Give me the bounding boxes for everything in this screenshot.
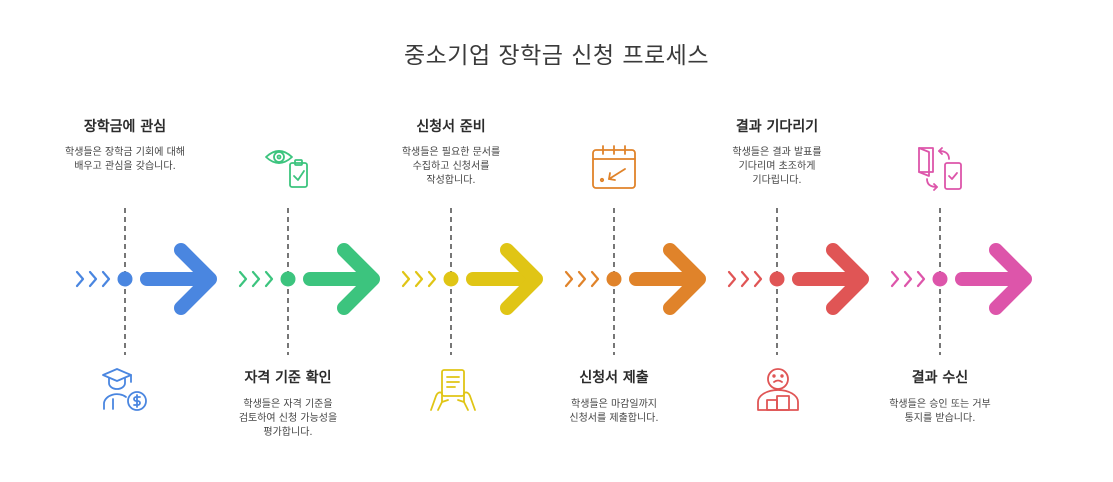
- step-1-description: 학생들은 장학금 기회에 대해 배우고 관심을 갖습니다.: [65, 147, 185, 172]
- step-2-marker: [238, 208, 380, 355]
- step-3-title: 신청서 준비: [416, 119, 486, 135]
- hands-document-icon: [430, 369, 476, 411]
- person-waiting-icon: [757, 368, 799, 411]
- step-1-arrow: [140, 243, 217, 315]
- step-4-description: 학생들은 마감일까지 신청서를 제출합니다.: [569, 399, 659, 424]
- step-4-title: 신청서 제출: [579, 370, 649, 386]
- eye-checklist-icon: [265, 150, 308, 188]
- step-3-arrow: [466, 243, 543, 315]
- step-1-title: 장학금에 관심: [83, 119, 167, 135]
- step-5-description: 학생들은 결과 발표를 기다리며 초조하게 기다립니다.: [732, 147, 822, 186]
- step-2-arrow: [303, 243, 380, 315]
- calendar-arrow-icon: [592, 145, 636, 189]
- step-5-marker: [727, 208, 869, 355]
- step-2-title: 자격 기준 확인: [244, 370, 332, 386]
- step-2-description: 학생들은 자격 기준을 검토하여 신청 가능성을 평가합니다.: [238, 399, 338, 438]
- step-6-arrow: [955, 243, 1032, 315]
- step-4-marker: [564, 208, 706, 355]
- step-4-arrow: [629, 243, 706, 315]
- step-5-arrow: [792, 243, 869, 315]
- diagram-title: 중소기업 장학금 신청 프로세스: [403, 43, 709, 69]
- step-5-title: 결과 기다리기: [735, 119, 819, 135]
- step-1-marker: [75, 208, 217, 355]
- graduate-money-icon: [102, 368, 147, 411]
- step-3-marker: [401, 208, 543, 355]
- step-6-description: 학생들은 승인 또는 거부 통지를 받습니다.: [889, 399, 991, 424]
- step-6-title: 결과 수신: [911, 370, 969, 386]
- step-3-description: 학생들은 필요한 문서를 수집하고 신청서를 작성합니다.: [401, 147, 501, 186]
- step-6-marker: [890, 208, 1032, 355]
- door-phone-icon: [918, 147, 962, 191]
